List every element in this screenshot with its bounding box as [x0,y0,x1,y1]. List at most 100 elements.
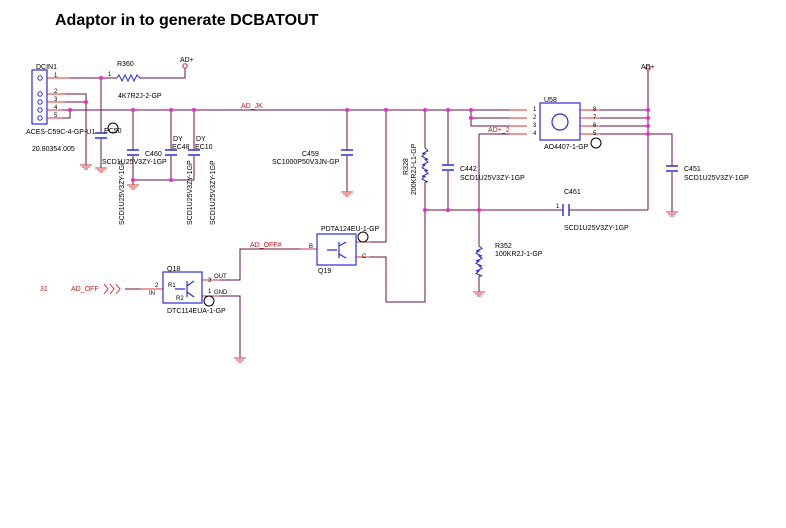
junction-dot [423,108,427,112]
net-ad-jk: AD_JK [241,103,263,110]
c461-value: SCD1U25V3ZY-1GP [564,225,629,232]
ec50-value: SCD1U25V3ZY-1GP [119,160,126,225]
pin-label: 8 [593,107,597,113]
ec48-ref: EC48 [172,144,190,151]
pin-label: 1 [556,204,560,210]
pnp-transistor-icon [327,241,347,259]
junction-dot [646,116,650,120]
wire [202,248,317,281]
q18-transistor [162,271,203,304]
pin-label: 2 [155,283,159,289]
gp-badge-icon [357,231,369,243]
ec10-ref: EC10 [195,144,213,151]
junction-dot [469,116,473,120]
gp-badge-icon [590,137,602,149]
junction-dot [192,108,196,112]
junction-dot [446,208,450,212]
pin-label: 1 [54,73,58,79]
junction-dot [68,108,72,112]
r328-value: 200KR2J-L1-GP [411,143,418,195]
offpage-connector-icon [103,283,121,295]
power-terminal-icon [645,65,651,71]
c442-ref: C442 [460,166,477,173]
junction-dot [423,208,427,212]
power-terminal-icon [182,63,188,69]
junction-dot [477,208,481,212]
junction-dot [131,108,135,112]
ground-icon [234,357,246,363]
wire [356,110,387,243]
ground-icon [80,164,92,170]
q19-c-label: C [362,254,367,260]
r352-ref: R352 [495,243,512,250]
capacitor [165,149,177,156]
q19-b-label: B [309,244,313,250]
connector-pin-icon [37,115,43,121]
q18-out-label: OUT [214,274,227,280]
net-ad-off-n: AD_OFF# [250,242,282,249]
u58-ref: U58 [544,97,557,104]
ground-icon [127,184,139,190]
u58-mosfet [539,102,581,141]
pin-label: 7 [593,115,597,121]
junction-dot [384,108,388,112]
junction-dot [646,132,650,136]
junction-dot [646,124,650,128]
q18-gnd-label: GND [214,290,228,296]
wire [47,110,71,119]
capacitor [127,149,139,156]
connector-pin-icon [37,107,43,113]
wires [47,68,673,358]
c442-value: SCD1U25V3ZY-1GP [460,175,525,182]
r360-ref: R360 [117,61,134,68]
q18-r2-label: R2 [176,296,184,302]
c460-value: SCD1U25V3ZY-1GP [102,159,167,166]
capacitor [188,149,200,156]
r352-value: 100KR2J-1-GP [495,251,543,258]
c451-value: SCD1U25V3ZY-1GP [684,175,749,182]
net-ad-plus: AD+ [180,57,194,64]
pin-label: 4 [54,105,58,111]
pin-label: 1 [533,107,537,113]
capacitor [442,164,454,171]
dcin1-ref: DCIN1 [36,64,57,71]
u58-part: AO4407-1-GP [544,144,589,151]
junction-dot [169,178,173,182]
q19-part: PDTA124EU-1-GP [321,226,380,233]
q18-r1-label: R1 [168,283,176,289]
wire [356,210,426,303]
ec10-dy: DY [196,136,206,143]
pin-label: 5 [54,113,58,119]
connector-pin-icon [37,75,43,81]
ground-icon [95,167,107,173]
wire [580,133,673,166]
pin-label: 4 [533,131,537,137]
junction-dot [99,76,103,80]
capacitor [666,165,678,172]
wire [140,68,186,79]
page-title: Adaptor in to generate DCBATOUT [55,12,319,29]
mosfet-symbol-icon [551,113,569,131]
net-ad-off: AD_OFF [71,286,99,293]
net-ad-plus: AD+ [641,64,655,71]
capacitor-c461 [562,204,570,216]
c451-ref: C451 [684,166,701,173]
c459-value: SC1000P50V3JN-GP [272,159,340,166]
junction-dot [84,100,88,104]
c459-ref: C459 [302,151,319,158]
ec10-value: SCD1U25V3ZY-1GP [210,160,217,225]
ec48-dy: DY [173,136,183,143]
r360-value: 4K7R2J-2-GP [118,93,162,100]
pin-label: 6 [593,123,597,129]
dcin1-part: ACES-C59C-4-GP-U1 [26,129,95,136]
junction-dot [131,178,135,182]
junction-dot [169,108,173,112]
gp-badge-icon [203,295,215,307]
wire [470,110,527,127]
dcin1-code: 20.80354.005 [32,146,75,153]
ec50-ref: EC50 [104,128,122,135]
ground-icon [473,291,485,297]
ground-icon [666,211,678,217]
resistor-r360 [116,73,141,83]
